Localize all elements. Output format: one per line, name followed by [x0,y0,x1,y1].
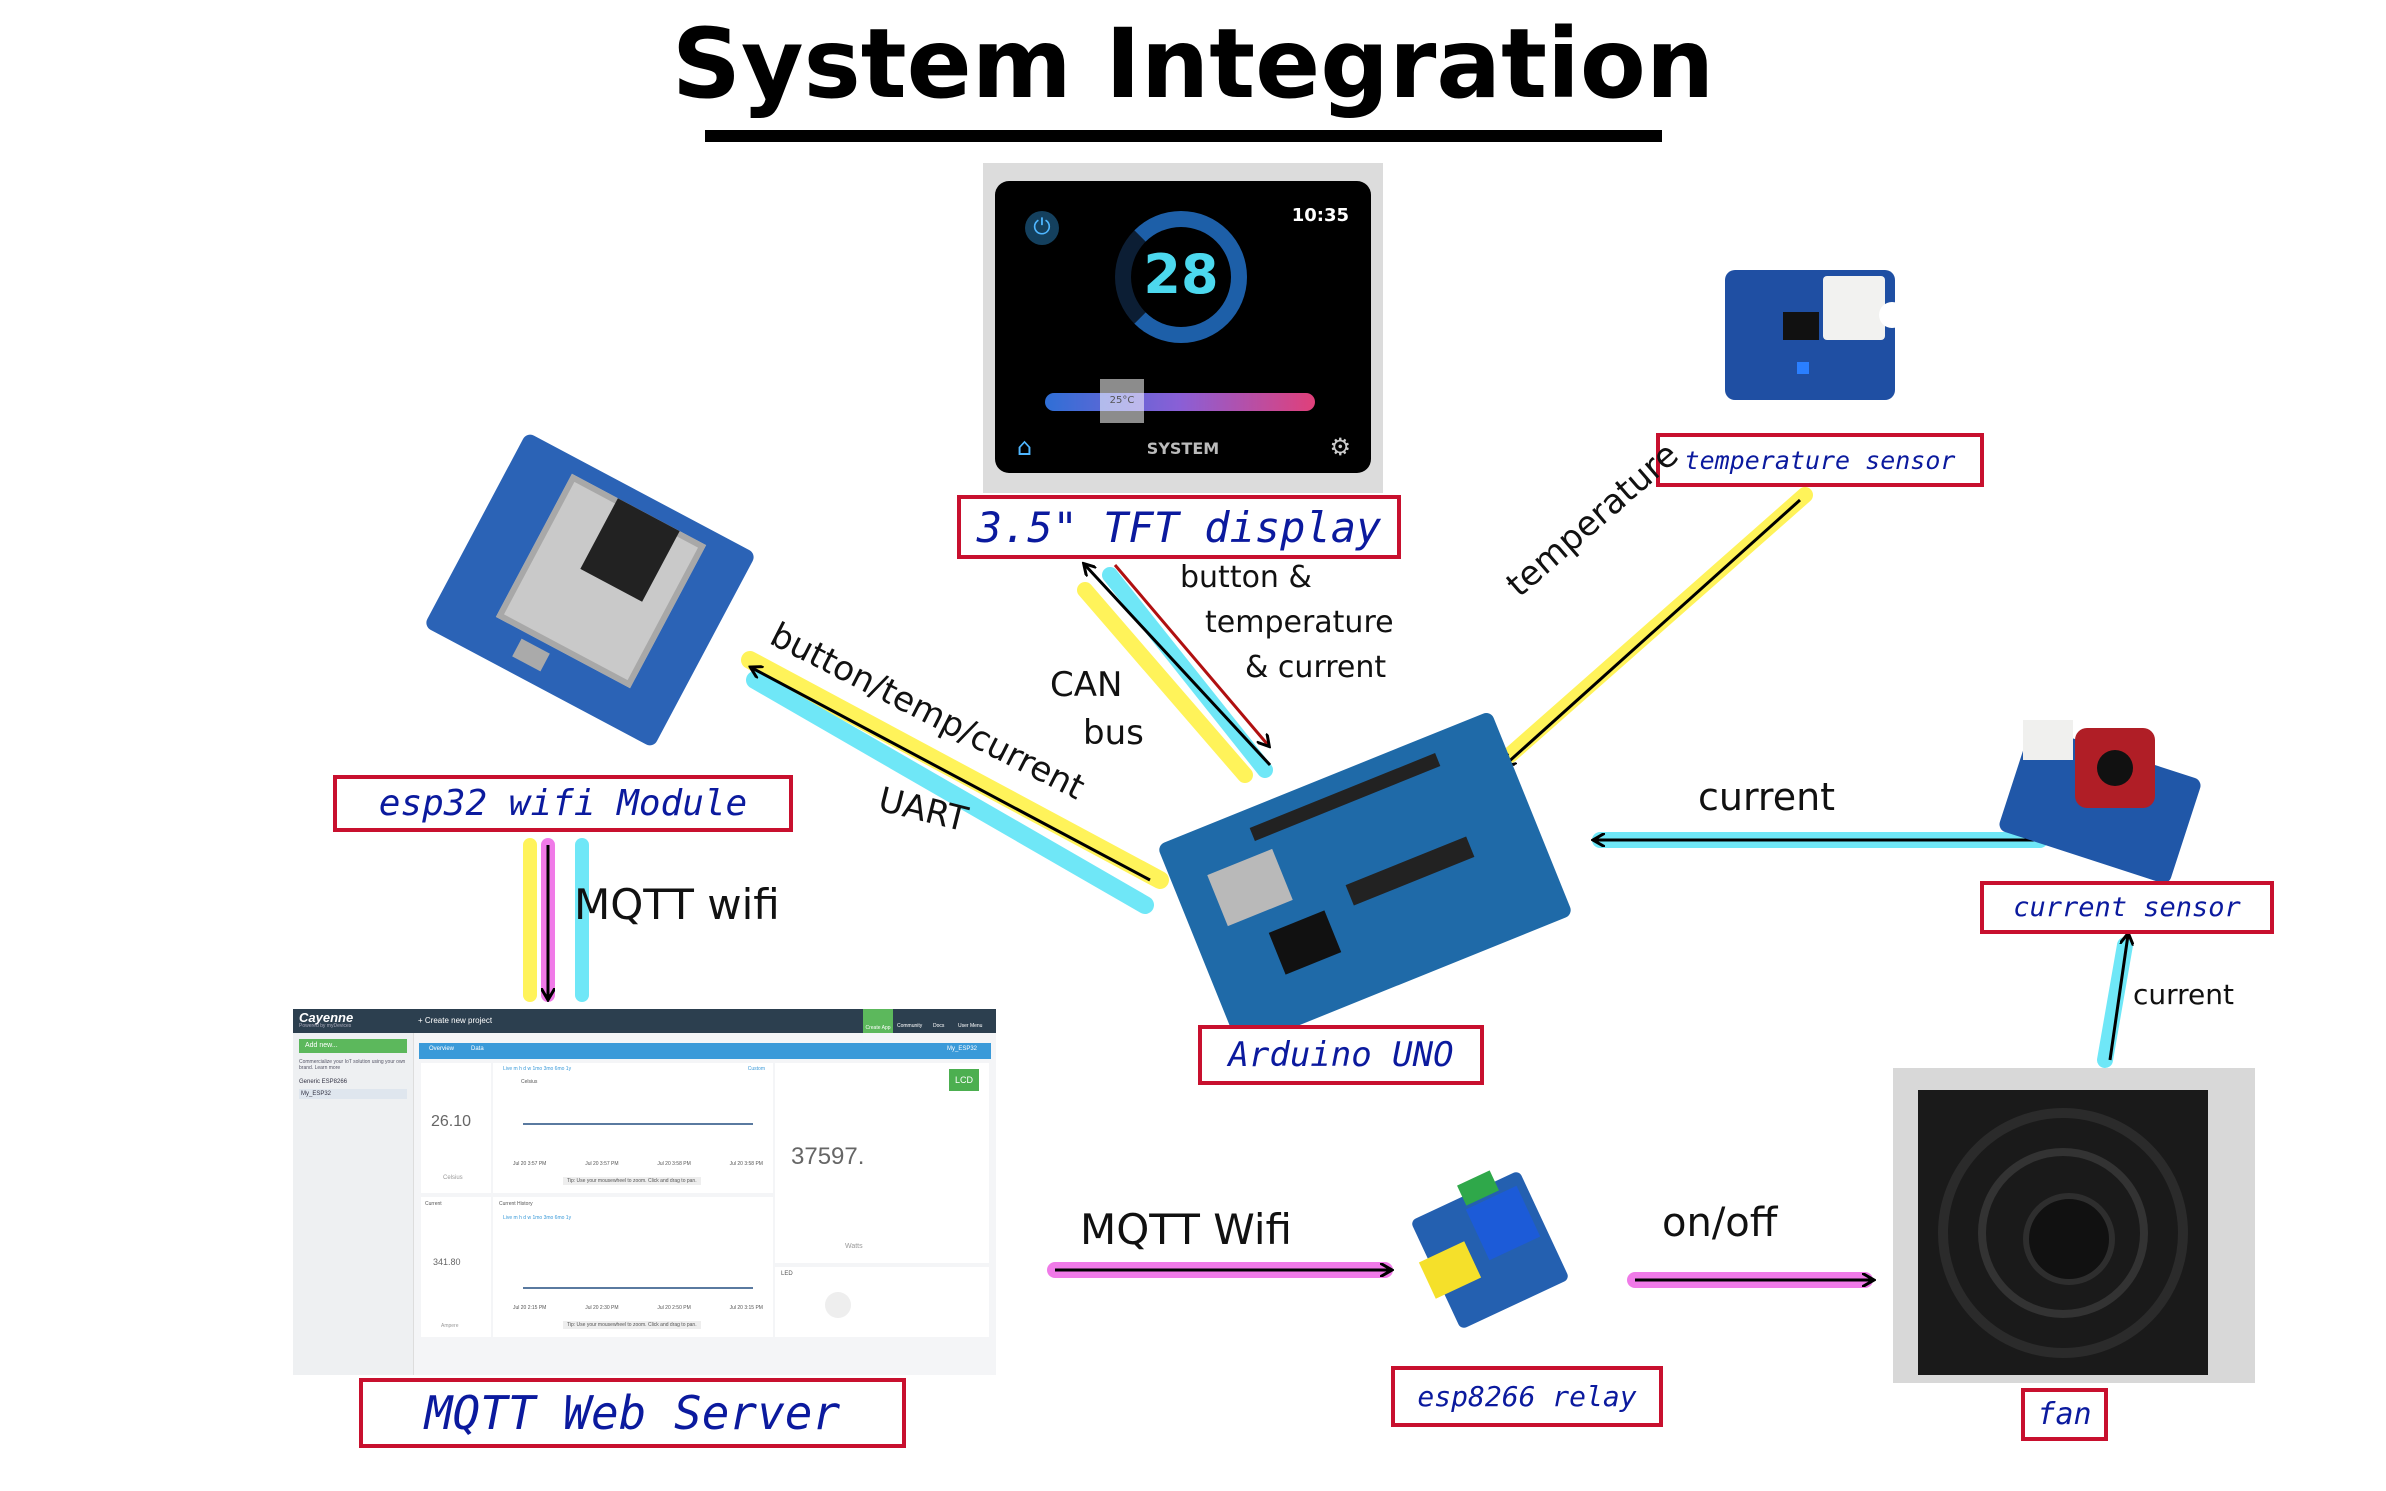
current-history-widget: Current History Live m h d w 1mo 3mo 6mo… [493,1197,773,1337]
tft-arduino-arrow-2 [1113,564,1268,745]
create-app-button[interactable]: Create App [863,1009,893,1033]
current-chart-line [523,1287,753,1289]
current-widget: Current 341.80 Ampere [421,1197,491,1337]
temp-arrow [1505,498,1802,765]
edge-current: & current [1245,650,1387,685]
current-value: 341.80 [433,1257,461,1267]
cayenne-sidebar: Add new... Commercialize your IoT soluti… [293,1033,414,1375]
current-sensor-photo [1997,710,2203,886]
tab-data[interactable]: Data [471,1046,484,1052]
diagram-title: System Integration [671,8,1715,120]
tft-arduino-arrow-1 [1085,565,1272,767]
label-arduino-uno: Arduino UNO [1198,1025,1484,1085]
edge-button: button & [1180,560,1312,595]
create-project[interactable]: + Create new project [418,1016,493,1025]
range-buttons[interactable]: Live m h d w 1mo 3mo 6mo 1y [503,1066,572,1072]
esp8266-relay-photo [1410,1165,1570,1330]
custom-range[interactable]: Custom [747,1066,765,1072]
edge-current-up: current [2133,978,2235,1011]
led-label: LED [781,1271,793,1277]
tft-screen: ⏻ 10:35 28 25°C ⌂ SYSTEM ⚙ [995,181,1371,473]
device-item-esp32[interactable]: My_ESP32 [299,1089,407,1099]
label-esp32: esp32 wifi Module [333,775,793,832]
watts-label: Watts [845,1243,863,1250]
current-unit: Ampere [441,1323,459,1329]
led-widget: LED [775,1267,989,1337]
docs-link[interactable]: Docs [933,1023,945,1029]
home-icon: ⌂ [1017,433,1033,461]
temp-value: 26.10 [431,1113,472,1130]
edge-can: CAN [1050,665,1123,705]
slider-thumb: 25°C [1100,379,1144,423]
power-value: 37597. [791,1143,865,1170]
temp-chart-widget: Live m h d w 1mo 3mo 6mo 1y Custom Celsi… [493,1063,773,1193]
arduino-uno-photo [1155,710,1575,1050]
tft-display-photo: ⏻ 10:35 28 25°C ⌂ SYSTEM ⚙ [983,163,1383,493]
device-bar: Overview Data My_ESP32 [419,1043,991,1059]
edge-bus: bus [1083,713,1144,753]
label-mqtt-web-server: MQTT Web Server [359,1378,906,1448]
user-menu[interactable]: User Menu [958,1023,983,1029]
fan-current-highlight [2097,937,2133,1068]
label-current-sensor: current sensor [1980,881,2274,934]
esp32-highlight-yellow [741,651,1169,889]
esp32-arrow [752,668,1151,882]
cayenne-brand: Cayenne [299,1010,354,1025]
cayenne-dashboard: Cayenne Powered by myDevices + Create ne… [293,1009,996,1375]
edge-current-in: current [1698,775,1836,819]
chart-legend: Celsius [521,1079,538,1085]
system-label: SYSTEM [1146,439,1220,458]
title-underline [705,130,1662,142]
led-toggle[interactable] [825,1292,851,1318]
cayenne-tagline: Powered by myDevices [299,1023,352,1029]
device-item-esp8266[interactable]: Generic ESP8266 [299,1079,348,1085]
commercialize-text: Commercialize your IoT solution using yo… [299,1059,406,1071]
temp-chart-line [523,1123,753,1125]
edge-mqtt-wifi: MQTT wifi [574,880,780,929]
fan-current-arrow [2108,935,2128,1061]
cayenne-header: Cayenne Powered by myDevices + Create ne… [293,1009,996,1033]
edge-temperature: temperature [1205,605,1394,640]
esp32-highlight-cyan [746,671,1154,914]
tab-overview[interactable]: Overview [429,1046,455,1052]
settings-icon: ⚙ [1329,433,1351,461]
current-label: Current [425,1201,442,1207]
fan-photo [1893,1068,2255,1383]
tft-arduino-highlight-yellow [1077,582,1253,783]
chart-tip: Tip: Use your mousewheel to zoom. Click … [563,1177,701,1185]
tft-arduino-highlight-cyan [1102,567,1273,778]
label-tft-display: 3.5" TFT display [957,495,1401,559]
community-link[interactable]: Community [897,1023,923,1029]
current-history-title: Current History [499,1201,533,1207]
current-range-buttons[interactable]: Live m h d w 1mo 3mo 6mo 1y [503,1215,572,1221]
edge-on-off: on/off [1662,1200,1778,1246]
lcd-badge: LCD [949,1069,979,1091]
label-fan: fan [2021,1388,2108,1441]
temperature-value: 28 [1143,243,1219,306]
power-icon: ⏻ [1025,211,1059,245]
edge-mqtt-wifi-relay: MQTT Wifi [1080,1205,1292,1254]
temp-label: Celsius [443,1175,463,1181]
clock-time: 10:35 [1291,205,1349,226]
temperature-sensor-photo [1715,262,1905,412]
label-esp8266-relay: esp8266 relay [1391,1366,1663,1427]
lcd-widget: LCD 37597. Watts [775,1063,989,1263]
esp32-photo [420,431,760,760]
current-chart-tip: Tip: Use your mousewheel to zoom. Click … [563,1321,701,1329]
device-name: My_ESP32 [946,1046,977,1052]
add-new-button[interactable]: Add new... [299,1039,407,1053]
label-temperature-sensor: temperature sensor [1656,433,1984,487]
slider-track [1045,393,1315,411]
temp-widget: 26.10 Celsius [421,1063,491,1193]
